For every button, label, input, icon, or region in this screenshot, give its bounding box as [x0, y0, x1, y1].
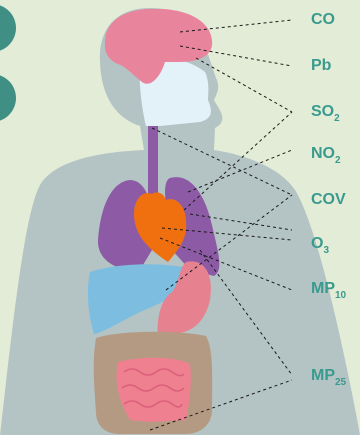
accent-circle-2 — [0, 74, 16, 122]
trachea — [148, 126, 158, 196]
label-co: CO — [311, 12, 335, 32]
accent-circle-1 — [0, 4, 16, 52]
label-mp10: MP10 — [311, 281, 346, 301]
label-mp25: MP25 — [311, 368, 346, 388]
small-intestine — [117, 358, 191, 422]
label-cov: COV — [311, 192, 346, 212]
label-so2: SO2 — [311, 104, 340, 124]
label-pb: Pb — [311, 58, 331, 78]
label-o3: O3 — [311, 236, 329, 256]
label-no2: NO2 — [311, 146, 341, 166]
